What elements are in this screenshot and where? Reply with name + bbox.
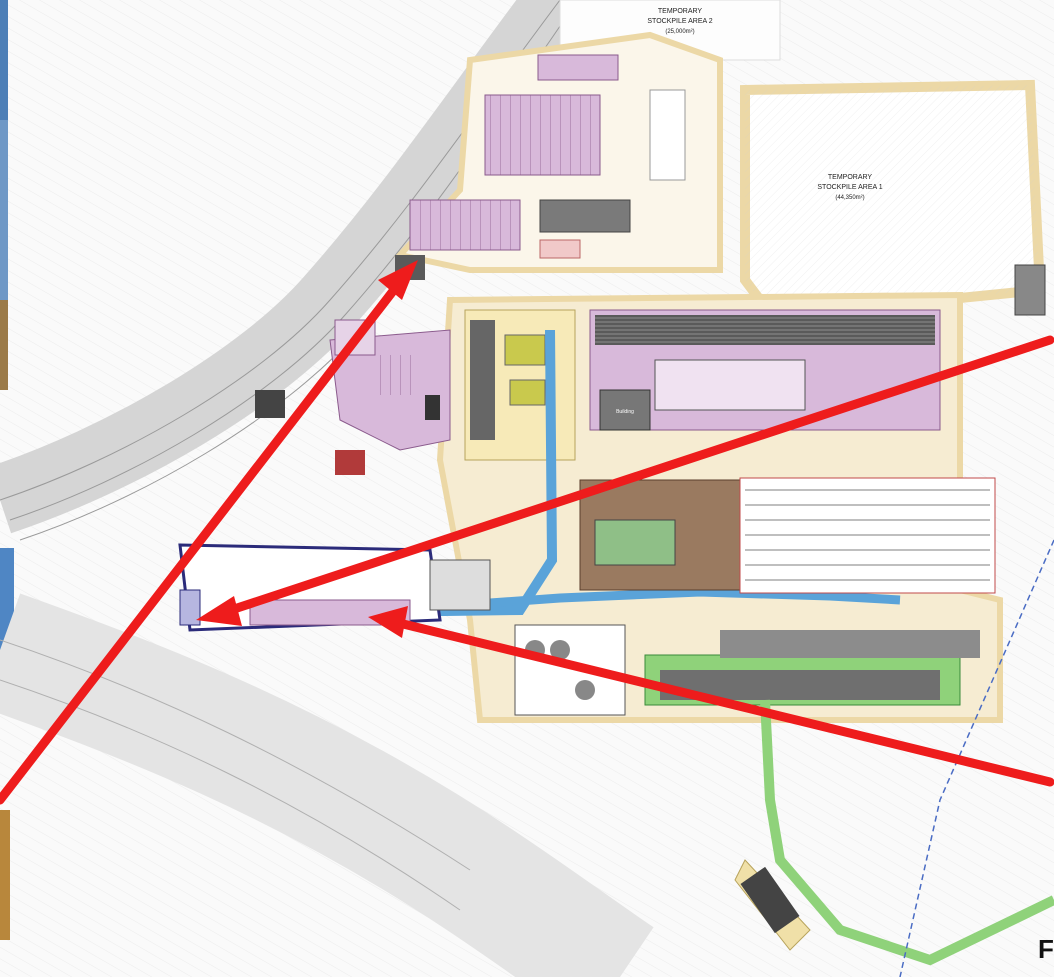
site-office [539,199,631,233]
north-store [649,89,686,181]
process-tank-1 [504,334,546,366]
arrow-to-mid-west-facility [368,606,1054,787]
green-conveyor-route [760,699,1054,966]
treatment-tank-3 [575,680,595,700]
west-kiosk [425,395,440,420]
ancillary-building-south [720,630,980,658]
stockpile-2-name: TEMPORARY [658,8,703,15]
arrow-to-west-tunnel-portal [196,335,1054,626]
annotation-arrows [0,260,1054,805]
building-label: Building [616,409,634,415]
corner-letter: F [1038,934,1054,964]
railway-sidings [739,477,996,594]
stockpile-1-area: STOCKPILE AREA 1 [817,184,882,191]
siding-lines [745,489,990,581]
tunnel-ancillary [429,559,491,611]
building-block [599,389,651,431]
highway-south [0,593,654,977]
arrow-to-north-building [0,260,418,805]
edge-photo-left-bottom [0,810,10,940]
substation-west [255,390,285,418]
blue-channel-horizontal [419,587,901,613]
warehouse-interior [654,359,806,411]
north-building-a [537,54,619,81]
process-tank-2 [509,379,546,406]
blue-channel-vertical [369,329,558,617]
west-parking-bays [380,355,420,395]
east-gate [1014,264,1046,316]
edge-photo-left-top [0,0,8,390]
parking-west [409,199,521,251]
tunnel-portal-west [179,589,201,626]
edge-photo-left-ground [0,300,8,390]
stockpile-1-size: (44,350m²) [835,195,864,201]
treatment-tank-2 [550,640,570,660]
east-boundary-line [899,539,1054,977]
stockpile-2-area: STOCKPILE AREA 2 [647,18,712,25]
red-building-west [335,450,365,475]
edge-photo-left-sky [0,0,8,120]
factory-equipment [594,519,676,566]
process-block-1 [470,320,495,440]
south-building [740,866,800,934]
stockpile-2-size: (25,000m²) [665,29,694,35]
stockpile-1-name: TEMPORARY [828,174,873,181]
stockpile-area-1 [740,79,1046,305]
warehouse-roof [595,315,935,345]
parking-north [484,94,601,176]
canteen [539,239,581,259]
